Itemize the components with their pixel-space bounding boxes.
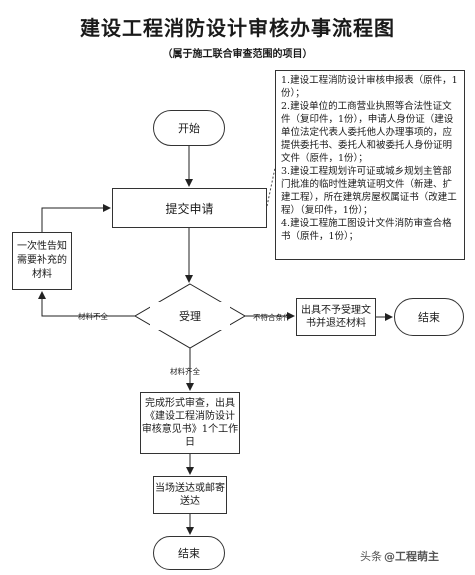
accept-decision-label: 受理: [150, 302, 230, 330]
watermark-platform: 头条: [360, 550, 382, 563]
material-item: 4.建设工程施工图设计文件消防审查合格书（原件，1份）；: [281, 218, 452, 242]
label-materials-incomplete: 材料不全: [78, 312, 108, 321]
page-subtitle: （属于施工联合审查范围的项目）: [162, 49, 313, 60]
end-node-reject: 结束: [394, 298, 464, 336]
required-materials-box: 1.建设工程消防设计审核申报表（原件，1份）； 2.建设单位的工商营业执照等合法…: [275, 70, 465, 260]
arrow-notify-to-submit: [41, 204, 111, 232]
end-node-final: 结束: [153, 536, 225, 570]
deliver-node: 当场送达或邮寄送达: [153, 476, 227, 514]
watermark: 头条 @工程萌主: [360, 548, 439, 564]
material-item: 1.建设工程消防设计审核申报表（原件，1份）；: [281, 75, 458, 99]
submit-application-node: 提交申请: [112, 188, 267, 228]
page-title: 建设工程消防设计审核办事流程图: [80, 16, 395, 40]
label-not-qualified: 不符合条件: [253, 313, 291, 322]
start-node: 开始: [153, 110, 225, 146]
arrow-incomplete-loop: [38, 291, 135, 317]
reject-node: 出具不予受理文书并退还材料: [296, 298, 376, 336]
notify-missing-materials-node: 一次性告知需要补充的材料: [12, 232, 72, 290]
material-item: 3.建设工程规划许可证或城乡规划主管部门批准的临时性建筑证明文件（新建、扩建工程…: [281, 166, 457, 216]
dashed-link-materials: [266, 167, 276, 207]
formal-review-node: 完成形式审查，出具《建设工程消防设计审核意见书》1个工作日: [140, 392, 240, 454]
label-materials-complete: 材料齐全: [170, 367, 200, 376]
watermark-author: @工程萌主: [384, 550, 439, 563]
material-item: 2.建设单位的工商营业执照等合法性证文件（复印件，1份），申请人身份证（建设单位…: [281, 101, 454, 164]
